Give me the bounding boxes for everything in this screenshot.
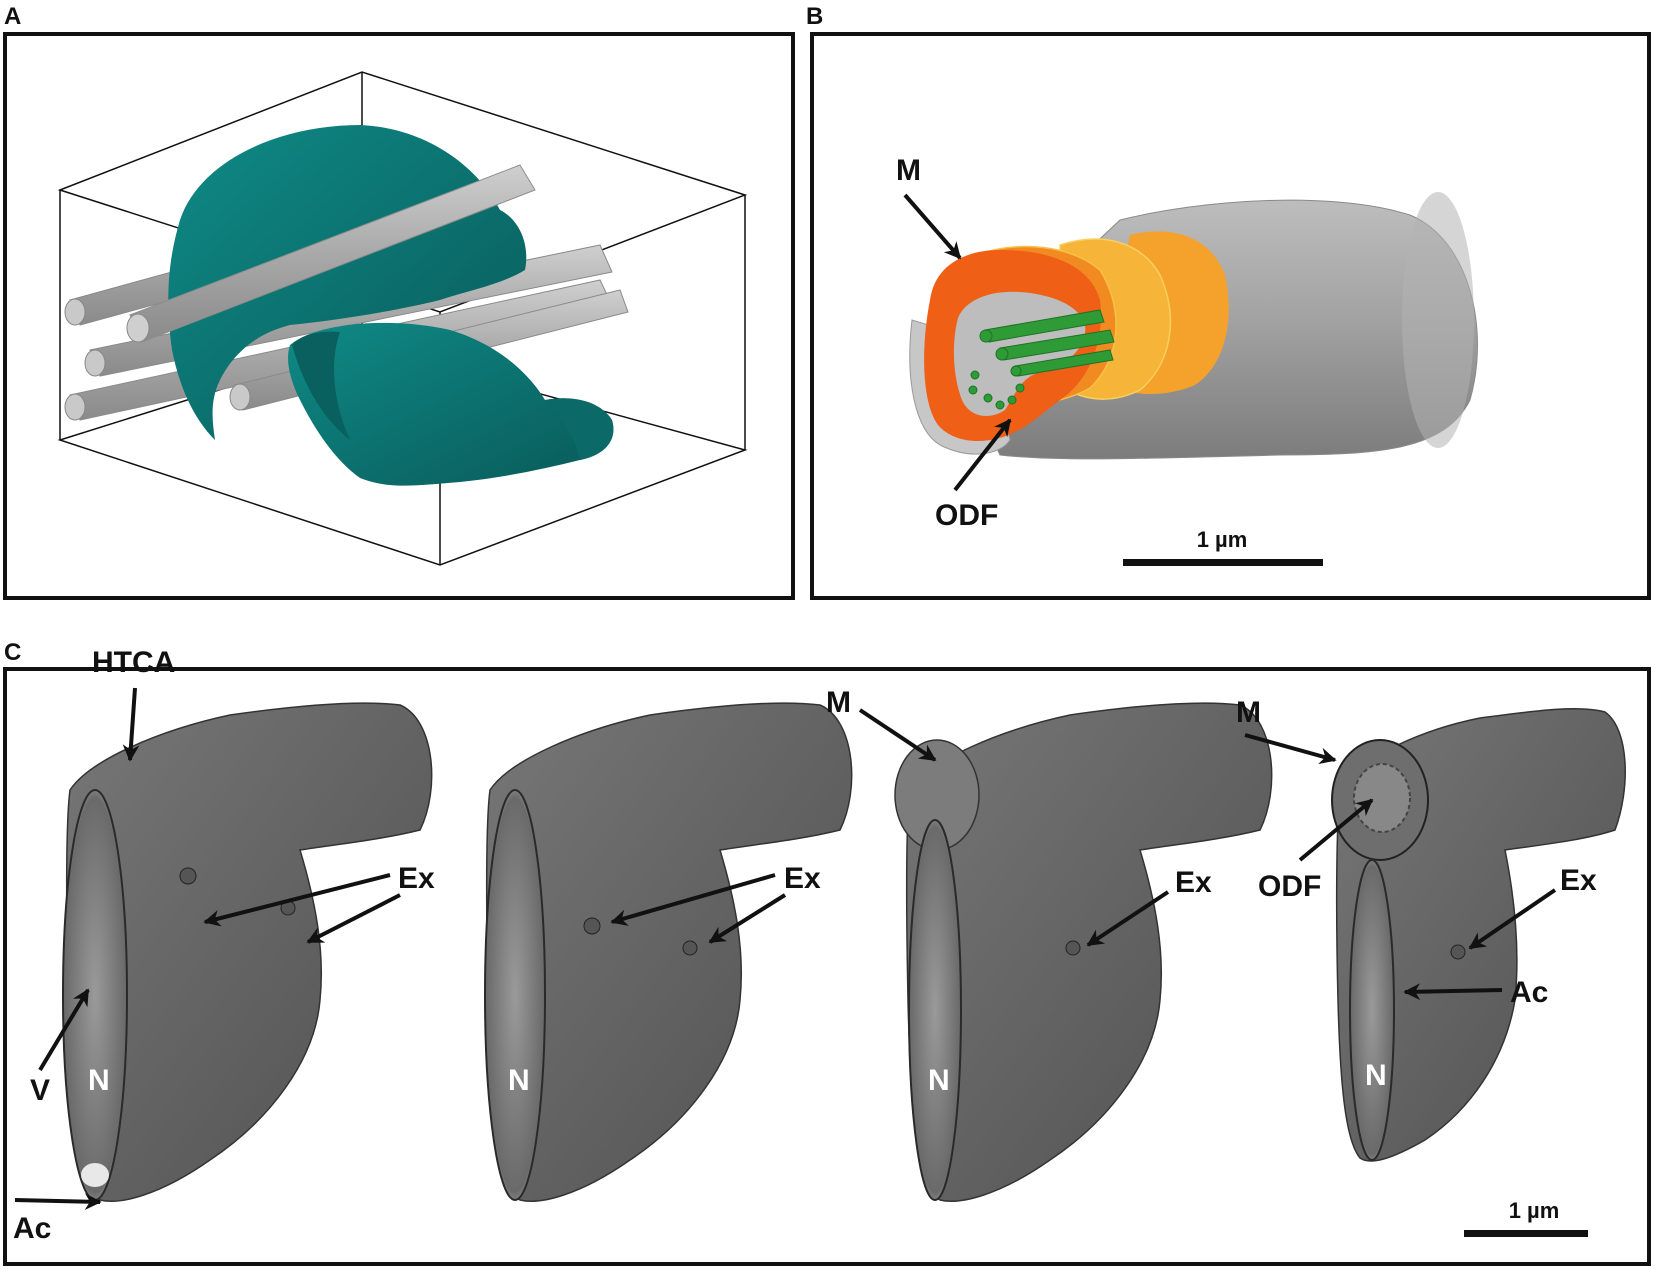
arrow-ac-1 [14, 1193, 102, 1211]
arrow-ex-4 [1468, 888, 1557, 950]
arrow-ex-2a [610, 873, 776, 926]
arrow-m-4 [1244, 733, 1337, 765]
front-fiber-end [126, 313, 150, 343]
label-ex-1: Ex [398, 862, 435, 895]
nucleus-2 [484, 789, 546, 1201]
label-ex-4: Ex [1560, 864, 1597, 897]
em-cell-1 [62, 702, 433, 1202]
nucleus-1 [62, 789, 128, 1201]
lower-teal-surface [288, 322, 614, 486]
panel-a-letter: A [4, 3, 21, 30]
lower-teal-fold [292, 331, 350, 440]
scale-bar-c [1464, 1230, 1588, 1237]
label-n-2: N [508, 1064, 530, 1097]
panel-a: A [3, 3, 795, 600]
label-odf: ODF [935, 499, 998, 532]
label-htca: HTCA [92, 646, 175, 679]
label-ac-4: Ac [1510, 976, 1548, 1009]
em-cell-2 [484, 702, 853, 1202]
label-n-3: N [928, 1064, 950, 1097]
arrow-v [38, 988, 90, 1072]
label-m-4: M [1236, 696, 1261, 729]
nucleus-4 [1349, 859, 1395, 1161]
acrosome-1 [81, 1163, 109, 1187]
em-cell-4 [1331, 707, 1626, 1162]
arrow-ac-4 [1403, 983, 1503, 1001]
label-ex-3: Ex [1175, 866, 1212, 899]
arrow-ex-1a [203, 873, 391, 927]
label-v: V [30, 1074, 50, 1107]
arrow-htca [122, 687, 140, 762]
arrow-ex-1b [306, 893, 401, 944]
panel-c-letter: C [4, 639, 21, 666]
em-cell-3 [894, 702, 1273, 1202]
label-n-4: N [1365, 1059, 1387, 1092]
panel-b: B M ODF [806, 3, 1651, 600]
arrow-odf [953, 418, 1012, 492]
arrow-m [903, 193, 962, 260]
odf-rods [968, 309, 1115, 410]
arrow-m-3 [858, 708, 937, 762]
arrow-ex-2b [708, 893, 787, 944]
panel-b-frame [810, 32, 1651, 600]
label-n-1: N [88, 1064, 110, 1097]
arrow-odf-4 [1298, 798, 1374, 862]
panel-c-frame [3, 667, 1651, 1266]
scale-bar-c-label: 1 µm [1509, 1198, 1560, 1223]
scale-bar-b-label: 1 µm [1197, 527, 1248, 552]
panel-b-letter: B [806, 3, 823, 30]
nucleus-3 [908, 819, 962, 1201]
label-odf-4: ODF [1258, 870, 1321, 903]
panel-c: C HTCA Ex V N Ac Ex N [3, 639, 1651, 1266]
arrow-ex-3 [1086, 890, 1170, 947]
panel-a-frame [3, 32, 795, 600]
label-ac-1: Ac [13, 1212, 51, 1245]
label-ex-2: Ex [784, 862, 821, 895]
label-m-3: M [826, 686, 851, 719]
label-m: M [896, 154, 921, 187]
scale-bar-b [1123, 559, 1323, 566]
